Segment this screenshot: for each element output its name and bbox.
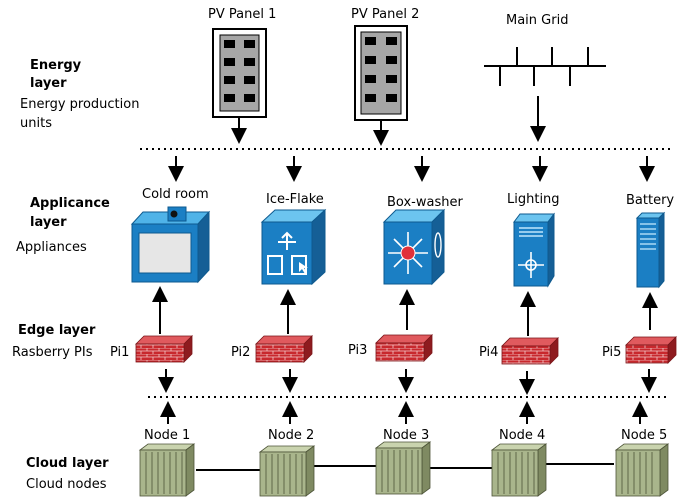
pi3-firewall-icon <box>375 334 433 362</box>
energy-layer-title-line1: Energy <box>30 58 82 73</box>
node3-label: Node 3 <box>383 428 430 443</box>
pi5-firewall-icon <box>625 336 677 364</box>
node5-label: Node 5 <box>621 428 668 443</box>
node5-server-icon <box>614 443 670 497</box>
pi3-label: Pi3 <box>348 343 368 358</box>
pi1-label: Pi1 <box>110 345 130 360</box>
node3-server-icon <box>374 441 432 495</box>
node-links <box>196 463 614 471</box>
node1-server-icon <box>138 443 196 497</box>
pv-panel-1-icon <box>212 28 267 118</box>
appliance-layer-title-line1: Applicance <box>30 196 110 211</box>
pi4-firewall-icon <box>501 337 559 365</box>
main-grid-label: Main Grid <box>506 13 569 28</box>
energy-layer-desc-line2: units <box>20 116 52 131</box>
cold-room-label: Cold room <box>142 187 209 202</box>
box-washer-label: Box-washer <box>387 195 463 210</box>
main-grid-icon <box>484 47 606 86</box>
edge-layer-desc: Rasberry PIs <box>12 345 93 360</box>
node2-label: Node 2 <box>268 428 315 443</box>
node2-server-icon <box>258 445 316 497</box>
node4-label: Node 4 <box>499 428 546 443</box>
energy-arrows <box>231 96 546 146</box>
appliance-layer-desc: Appliances <box>16 240 87 255</box>
node4-server-icon <box>490 443 548 497</box>
node-to-bus-arrows <box>160 401 648 424</box>
pi-to-appliance-arrows <box>152 286 658 336</box>
edge-layer-title: Edge layer <box>18 323 96 338</box>
box-washer-icon <box>382 208 446 286</box>
pi5-label: Pi5 <box>602 345 622 360</box>
pv-panel-2-label: PV Panel 2 <box>351 7 420 22</box>
pi-to-cloud-arrows <box>158 369 657 395</box>
pi1-firewall-icon <box>135 335 193 363</box>
pi2-firewall-icon <box>255 335 313 363</box>
lighting-label: Lighting <box>507 192 560 207</box>
cold-room-icon <box>130 206 211 284</box>
ice-flake-label: Ice-Flake <box>266 192 324 207</box>
ice-flake-icon <box>260 208 327 286</box>
appliance-layer-title-line2: layer <box>30 215 67 230</box>
energy-layer-title-line2: layer <box>30 76 67 91</box>
pv-panel-1-label: PV Panel 1 <box>208 7 277 22</box>
cloud-layer-title: Cloud layer <box>26 456 109 471</box>
energy-layer-desc-line1: Energy production <box>20 97 140 112</box>
pv-panel-2-icon <box>354 25 408 121</box>
cloud-layer-desc: Cloud nodes <box>26 477 107 492</box>
pi2-label: Pi2 <box>231 345 251 360</box>
lighting-icon <box>513 212 555 288</box>
pi4-label: Pi4 <box>479 345 499 360</box>
battery-label: Battery <box>626 193 675 208</box>
battery-icon <box>635 211 666 289</box>
bus-to-appliance-arrows <box>168 156 655 182</box>
node1-label: Node 1 <box>144 428 191 443</box>
